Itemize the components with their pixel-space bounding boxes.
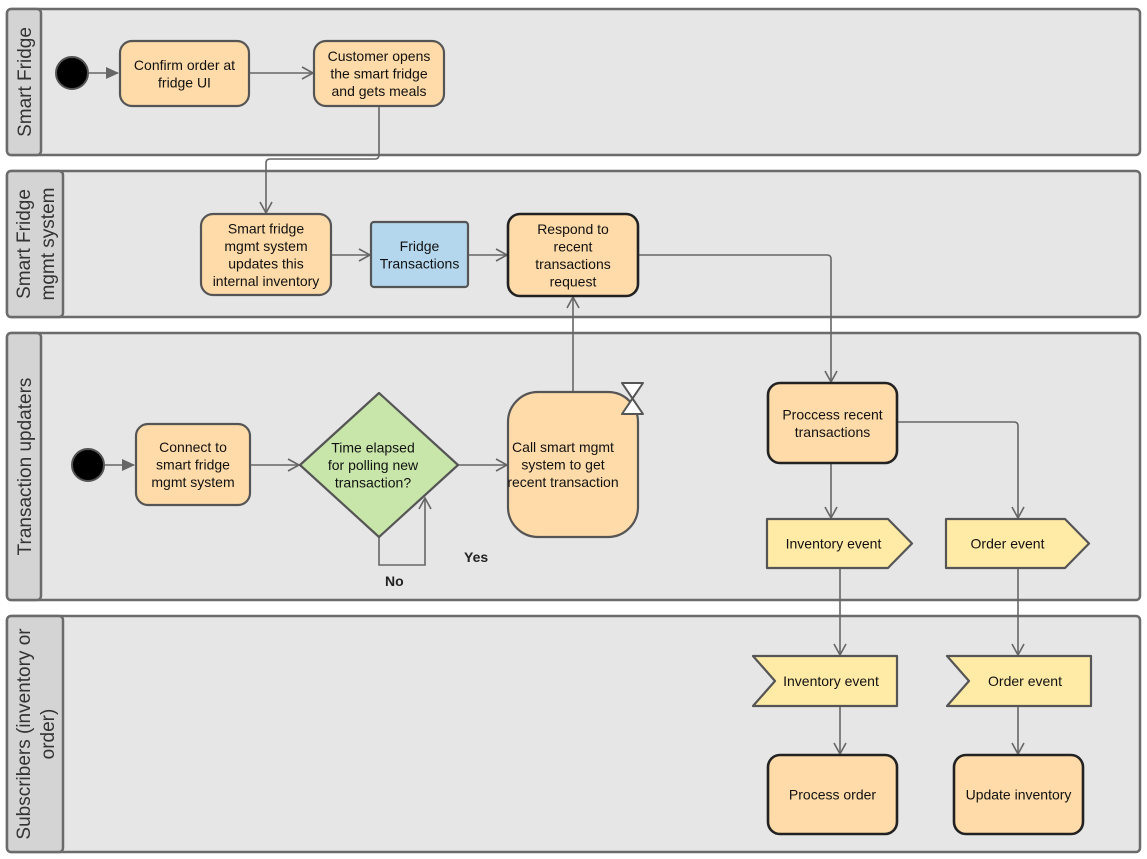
node-order-send[interactable]: Order event	[944, 517, 1091, 570]
swimlane-smart-fridge: Smart Fridge	[5, 7, 1142, 157]
node-label: mgmt system	[224, 238, 307, 254]
swimlane-label: Smart Fridge	[15, 27, 36, 137]
node-label: smart fridge	[156, 457, 230, 473]
node-inv-recv[interactable]: Inventory event	[751, 654, 899, 708]
node-label: mgmt system	[151, 474, 234, 490]
initial-node-icon	[71, 448, 105, 482]
swimlane-label: mgmt system	[38, 188, 59, 301]
node-label: system to get	[521, 457, 604, 473]
node-process-order[interactable]: Process order	[766, 753, 899, 836]
swimlane-label: Subscribers (inventory or	[14, 628, 35, 840]
node-inv-send[interactable]: Inventory event	[765, 517, 914, 570]
node-label: Call smart mgmt	[512, 439, 614, 455]
node-label: Smart fridge	[228, 220, 304, 236]
node-label: recent transaction	[507, 474, 618, 490]
node-label: updates this	[228, 255, 304, 271]
node-label: transactions	[535, 256, 610, 272]
node-label: Order event	[988, 673, 1062, 689]
node-label: Customer opens	[328, 48, 431, 64]
node-label: Order event	[971, 536, 1045, 552]
hourglass-icon	[621, 382, 644, 415]
node-label: transaction?	[335, 475, 411, 491]
node-label: Respond to	[537, 221, 609, 237]
node-label: Transactions	[380, 255, 460, 271]
swimlane-header	[5, 169, 65, 319]
node-label: Confirm order at	[134, 57, 235, 73]
node-label: fridge UI	[158, 74, 211, 90]
node-label: transactions	[795, 424, 870, 440]
swimlane-label: order)	[38, 709, 59, 760]
node-label: Time elapsed	[331, 440, 415, 456]
initial-node-icon	[55, 56, 89, 90]
node-order-recv[interactable]: Order event	[945, 654, 1093, 708]
node-label: Proccess recent	[782, 406, 882, 422]
guard-no: No	[385, 573, 404, 589]
node-label: Process order	[789, 787, 876, 803]
node-label: for polling new	[328, 457, 419, 473]
node-label: Inventory event	[783, 673, 879, 689]
guard-yes: Yes	[464, 549, 488, 565]
node-label: request	[550, 273, 597, 289]
node-label: Inventory event	[786, 536, 882, 552]
edge-decision-loop-no	[378, 496, 432, 566]
swimlane-header	[5, 7, 43, 157]
node-label: internal inventory	[213, 273, 320, 289]
node-label: and gets meals	[332, 83, 427, 99]
edge-process-to-order-send	[897, 421, 1025, 520]
edge-opens-to-updates	[259, 106, 380, 215]
node-label: Update inventory	[966, 787, 1072, 803]
edge-respond-to-process	[638, 254, 838, 384]
node-label: recent	[554, 238, 593, 254]
node-label: Fridge	[400, 238, 440, 254]
node-label: the smart fridge	[330, 66, 427, 82]
swimlane-header	[5, 331, 43, 602]
node-label: Connect to	[159, 439, 227, 455]
swimlane-label: Transaction updaters	[15, 378, 36, 556]
node-update-inv[interactable]: Update inventory	[952, 753, 1085, 836]
swimlane-label: Smart Fridge	[14, 189, 35, 299]
swimlane-header	[5, 614, 65, 854]
node-process-tx[interactable]: Proccess recent transactions	[766, 381, 899, 465]
